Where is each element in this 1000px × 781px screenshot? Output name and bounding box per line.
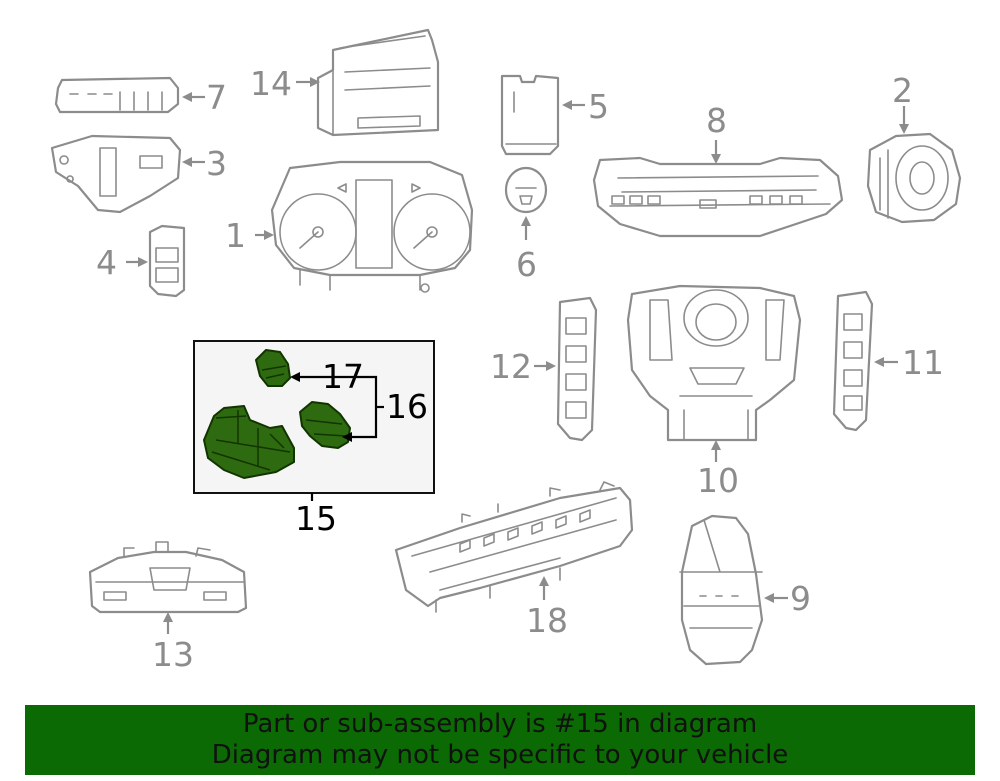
callout-11: 11 bbox=[902, 343, 944, 382]
callout-2: 2 bbox=[892, 71, 913, 110]
part-8-control-panel[interactable]: 8 bbox=[592, 101, 844, 238]
part-17-highlighted[interactable] bbox=[255, 349, 291, 387]
part-10-center-console[interactable]: 10 bbox=[626, 284, 802, 500]
callout-8: 8 bbox=[706, 101, 727, 140]
part-11-switch-strip[interactable]: 11 bbox=[832, 290, 944, 432]
part-13-trim-panel[interactable]: 13 bbox=[88, 541, 248, 674]
part-7-switch-bar[interactable]: 7 bbox=[54, 76, 227, 117]
callout-5: 5 bbox=[588, 87, 609, 126]
exploded-parts-diagram: 14 7 3 4 1 5 bbox=[50, 28, 962, 674]
callout-17: 17 bbox=[322, 357, 364, 396]
part-16-highlighted[interactable] bbox=[299, 401, 351, 449]
part-1-instrument-cluster[interactable]: 1 bbox=[225, 160, 474, 293]
info-banner: Part or sub-assembly is #15 in diagram D… bbox=[25, 705, 975, 775]
callout-7: 7 bbox=[206, 78, 227, 117]
part-5-module[interactable]: 5 bbox=[500, 74, 609, 156]
callout-4: 4 bbox=[96, 243, 117, 282]
part-6-button[interactable]: 6 bbox=[504, 166, 548, 284]
callout-3: 3 bbox=[206, 144, 227, 183]
callout-15: 15 bbox=[295, 499, 337, 538]
part-15-subassembly-box[interactable]: 17 16 15 bbox=[193, 340, 435, 538]
part-12-switch-strip[interactable]: 12 bbox=[490, 296, 598, 442]
callout-9: 9 bbox=[790, 579, 811, 618]
callout-10: 10 bbox=[697, 461, 739, 500]
callout-12: 12 bbox=[490, 347, 532, 386]
callout-18: 18 bbox=[526, 601, 568, 640]
callout-6: 6 bbox=[516, 245, 537, 284]
banner-line-2: Diagram may not be specific to your vehi… bbox=[211, 740, 789, 770]
callout-13: 13 bbox=[152, 635, 194, 674]
part-9-selector-trim[interactable]: 9 bbox=[679, 514, 811, 666]
callout-16: 16 bbox=[386, 387, 428, 426]
part-2-rotary-controller[interactable]: 2 bbox=[866, 71, 962, 224]
callout-14: 14 bbox=[250, 64, 292, 103]
banner-line-1: Part or sub-assembly is #15 in diagram bbox=[242, 709, 758, 739]
part-15-highlighted[interactable] bbox=[203, 405, 295, 479]
part-14-head-up-display[interactable]: 14 bbox=[250, 28, 440, 137]
callout-1: 1 bbox=[225, 216, 246, 255]
part-3-switch-housing[interactable]: 3 bbox=[50, 134, 227, 214]
part-4-switch[interactable]: 4 bbox=[96, 224, 186, 298]
part-18-switch-panel[interactable]: 18 bbox=[394, 481, 634, 640]
